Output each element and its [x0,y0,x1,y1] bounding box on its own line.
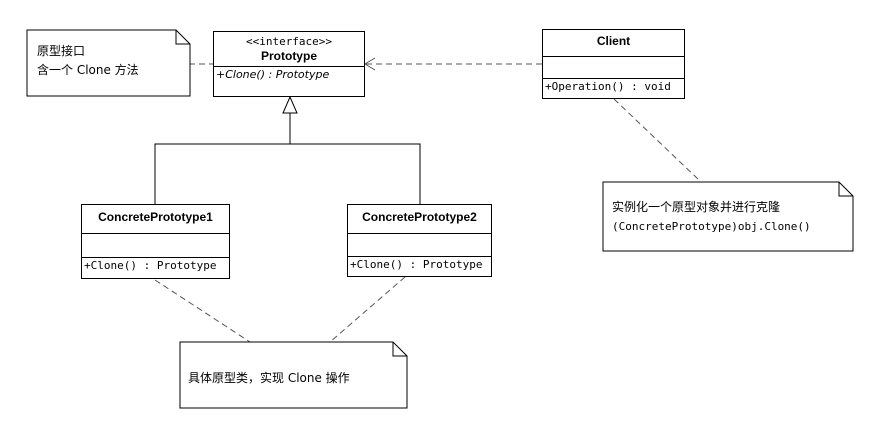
note-client-shape [602,181,854,252]
class-concrete2-attributes [348,233,491,256]
note-concrete-line1: 具体原型类，实现 Clone 操作 [188,371,350,385]
generalization-line-concrete1 [154,113,291,204]
class-concrete2-header: ConcretePrototype2 [348,205,491,233]
class-client-name: Client [596,34,631,48]
class-prototype[interactable]: <<interface>> Prototype +Clone() : Proto… [213,31,365,97]
class-concrete2-name: ConcretePrototype2 [362,210,477,224]
class-concrete1-header: ConcretePrototype1 [82,205,229,233]
class-concrete1-name: ConcretePrototype1 [98,210,213,224]
class-client-operation: +Operation() : void [545,80,671,93]
note-interface-shape [26,29,191,97]
class-concrete1-operation: +Clone() : Prototype [84,259,217,272]
class-client-header: Client [543,30,684,56]
class-prototype-operations: +Clone() : Prototype [214,66,364,96]
note-interface-line2: 含一个 Clone 方法 [37,63,139,77]
class-concrete2-operations: +Clone() : Prototype [348,256,491,276]
dependency-arrowhead [364,57,376,71]
class-prototype-operation: +Clone() : Prototype [216,68,330,81]
generalization-line-concrete2 [290,143,421,204]
note-link-client [613,98,701,182]
class-concrete1-operations: +Clone() : Prototype [82,257,229,278]
note-concrete-shape [179,341,408,409]
class-prototype-stereotype: <<interface>> [245,35,333,48]
class-concrete2-operation: +Clone() : Prototype [350,258,483,271]
class-client-operations: +Operation() : void [543,78,684,98]
note-client-line1: 实例化一个原型对象并进行克隆 [612,200,781,214]
class-client[interactable]: Client +Operation() : void [542,29,685,99]
class-concrete-prototype-2[interactable]: ConcretePrototype2 +Clone() : Prototype [347,204,492,277]
generalization-arrowhead [282,95,298,114]
class-client-attributes [543,56,684,78]
note-link-concrete1 [154,279,251,343]
note-link-concrete2 [329,276,406,343]
class-concrete1-attributes [82,233,229,257]
class-concrete-prototype-1[interactable]: ConcretePrototype1 +Clone() : Prototype [81,204,230,279]
class-prototype-name: Prototype [260,49,317,63]
note-client-line2: (ConcretePrototype)obj.Clone() [612,220,811,233]
class-prototype-header: <<interface>> Prototype [214,32,364,66]
note-interface-line1: 原型接口 [37,44,86,58]
